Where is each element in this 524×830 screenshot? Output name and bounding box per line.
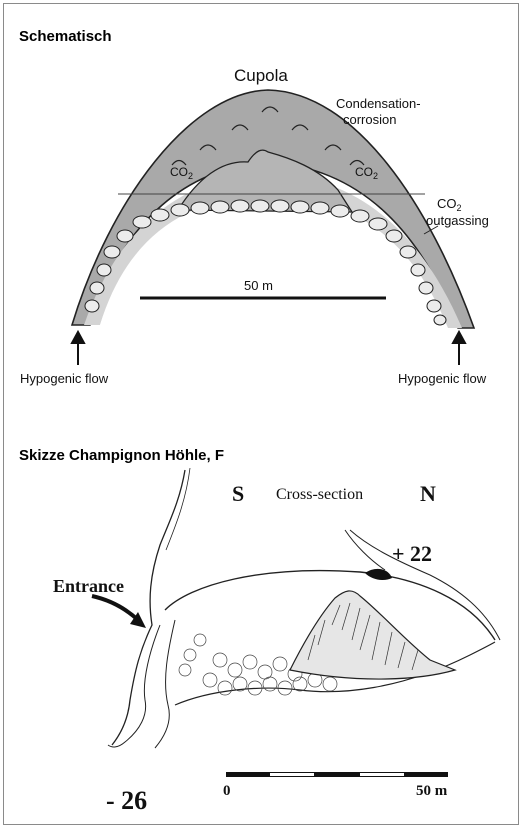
top-elevation: + 22	[392, 541, 432, 567]
cross-section-label: Cross-section	[276, 486, 363, 504]
entrance-label: Entrance	[53, 576, 124, 597]
entrance-arrow	[92, 596, 138, 620]
sketch-scale-bar	[226, 772, 448, 777]
scale-zero: 0	[223, 783, 231, 800]
scale-end: 50 m	[416, 783, 447, 800]
dark-patch	[365, 569, 392, 580]
bottom-elevation: - 26	[106, 786, 147, 816]
direction-south: S	[232, 481, 244, 507]
direction-north: N	[420, 481, 436, 507]
